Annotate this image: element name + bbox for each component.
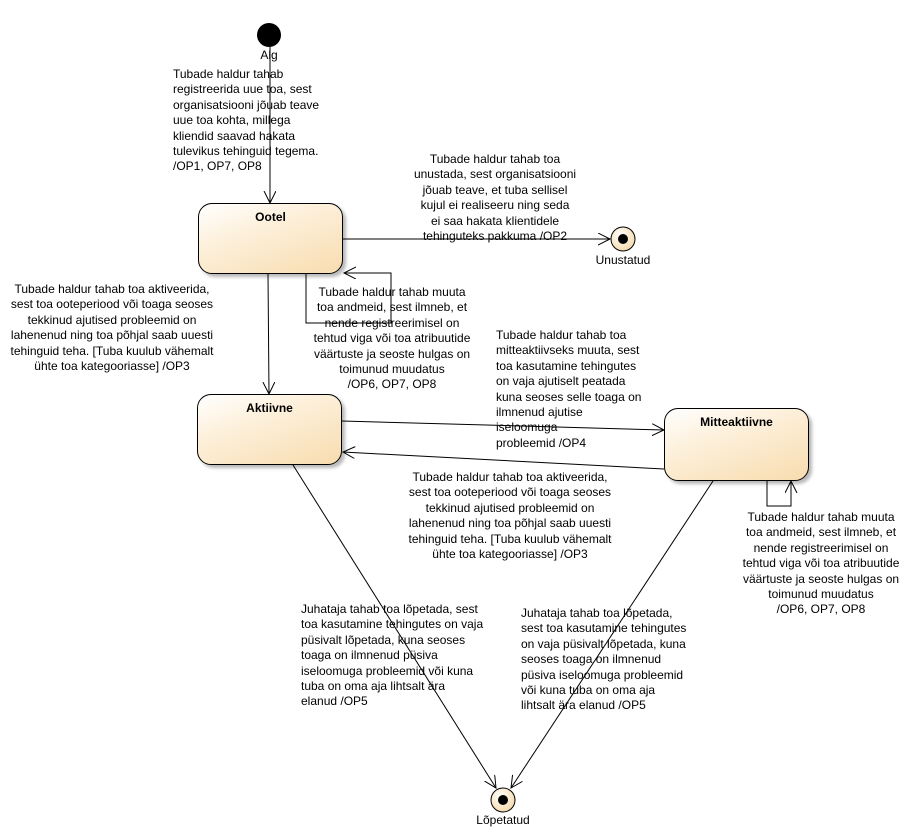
transition-label-mitteaktiivne-lopetatud: Juhataja tahab toa lõpetada, sest toa ka… bbox=[521, 606, 687, 713]
initial-node[interactable] bbox=[257, 23, 281, 47]
transition-line-ootel-aktiivne[interactable] bbox=[268, 273, 269, 394]
transition-line-mitteaktiivne-lopetatud[interactable] bbox=[511, 480, 714, 788]
initial-node-label: Alg bbox=[260, 48, 278, 62]
state-aktiivne[interactable]: Aktiivne bbox=[197, 394, 342, 465]
transition-label-aktiivne-lopetatud: Juhataja tahab toa lõpetada, sest toa ka… bbox=[301, 602, 484, 709]
final-node-label-lopetatud: Lõpetatud bbox=[476, 813, 530, 827]
transition-label-mitteaktiivne-aktiivne: Tubade haldur tahab toa aktiveerida, ses… bbox=[408, 470, 612, 562]
state-name-ootel: Ootel bbox=[255, 210, 286, 224]
final-node-unustatud[interactable] bbox=[610, 226, 636, 252]
transition-line-aktiivne-mitteaktiivne[interactable] bbox=[341, 420, 664, 430]
transition-line-aktiivne-lopetatud[interactable] bbox=[292, 464, 496, 788]
state-name-aktiivne: Aktiivne bbox=[246, 401, 293, 415]
transition-line-ootel-self[interactable] bbox=[305, 273, 392, 324]
transition-label-aktiivne-mitteaktiivne: Tubade haldur tahab toa mitteaktiivseks … bbox=[496, 328, 642, 450]
transition-label-ootel-unustatud: Tubade haldur tahab toa unustada, sest o… bbox=[413, 152, 577, 244]
transition-label-ootel-aktiivne: Tubade haldur tahab toa aktiveerida, ses… bbox=[10, 282, 214, 374]
state-ootel[interactable]: Ootel bbox=[198, 203, 343, 274]
state-name-mitteaktiivne: Mitteaktiivne bbox=[700, 415, 773, 429]
transition-label-mitteaktiivne-self: Tubade haldur tahab muuta toa andmeid, s… bbox=[742, 510, 900, 617]
transition-line-mitteaktiivne-aktiivne[interactable] bbox=[343, 452, 665, 470]
transition-label-ootel-self: Tubade haldur tahab muuta toa andmeid, s… bbox=[313, 285, 471, 392]
transition-line-mitteaktiivne-self[interactable] bbox=[766, 480, 791, 507]
final-node-label-unustatud: Unustatud bbox=[595, 253, 651, 267]
final-node-lopetatud[interactable] bbox=[490, 787, 516, 813]
state-mitteaktiivne[interactable]: Mitteaktiivne bbox=[664, 408, 809, 481]
transition-label-alg-ootel: Tubade haldur tahab registreerida uue to… bbox=[173, 67, 320, 174]
